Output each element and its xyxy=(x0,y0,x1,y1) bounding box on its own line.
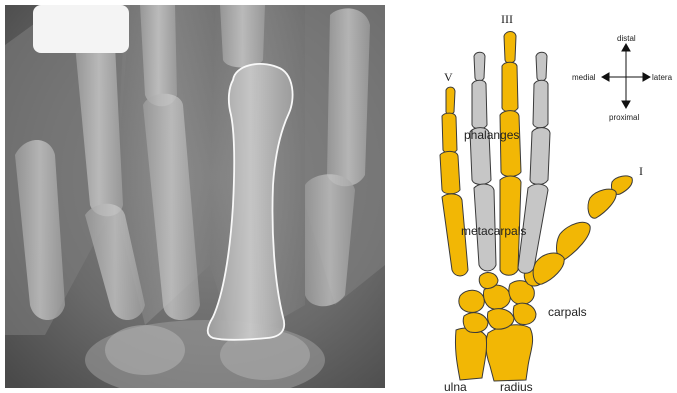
digit-iv-bones xyxy=(470,52,496,271)
hand-xray-image xyxy=(5,5,385,388)
arrow-right-icon xyxy=(643,73,650,81)
label-carpals: carpals xyxy=(548,305,587,319)
digit-iii-bones xyxy=(500,32,521,276)
digit-label-iii: III xyxy=(501,12,513,26)
arrow-down-icon xyxy=(622,101,630,108)
digit-ii-bones xyxy=(518,52,550,273)
ulna-bone xyxy=(455,328,486,380)
compass-lateral: latera xyxy=(652,73,673,82)
digit-label-i: I xyxy=(639,164,643,178)
ring-artifact xyxy=(33,5,129,53)
arrow-up-icon xyxy=(622,44,630,51)
label-radius: radius xyxy=(500,380,533,393)
label-metacarpals: metacarpals xyxy=(461,224,526,238)
orientation-compass xyxy=(602,44,650,108)
compass-distal: distal xyxy=(617,34,636,43)
compass-medial: medial xyxy=(572,73,596,82)
digit-v-bones xyxy=(440,87,468,276)
arrow-left-icon xyxy=(602,73,609,81)
radius-bone xyxy=(486,325,533,381)
hand-bone-diagram: III V I phalanges metacarpals carpals ul… xyxy=(400,0,677,393)
compass-proximal: proximal xyxy=(609,113,639,122)
label-ulna: ulna xyxy=(444,380,467,393)
carpal-bones xyxy=(459,268,544,332)
digit-label-v: V xyxy=(444,70,453,84)
label-phalanges: phalanges xyxy=(464,128,519,142)
